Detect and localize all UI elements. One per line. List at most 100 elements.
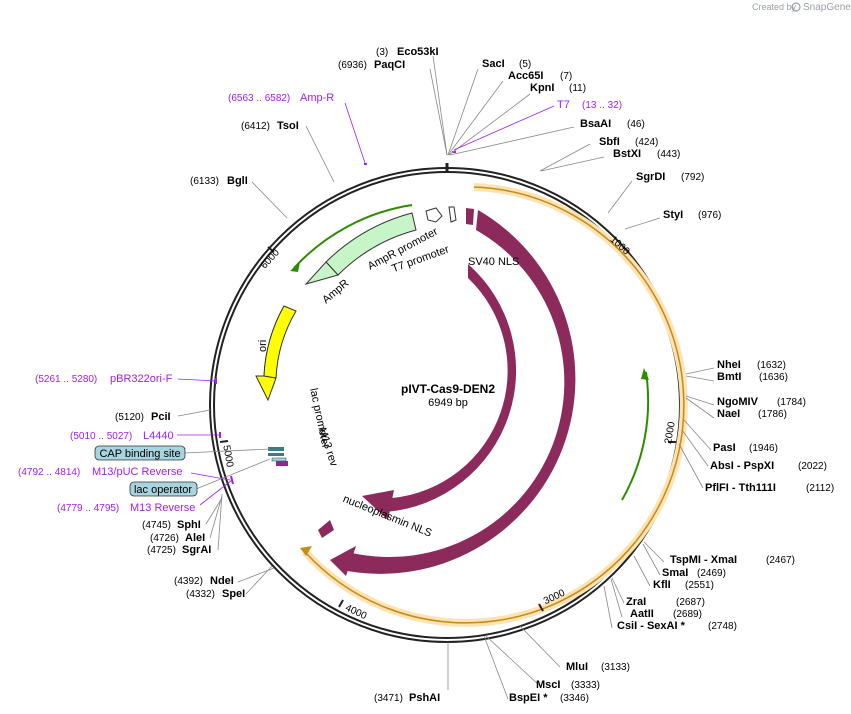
primer-m13rev-name: M13 Reverse	[130, 502, 195, 514]
site-kpni-pos: (11)	[569, 83, 586, 94]
site-paqci-pos: (6936)	[338, 60, 367, 71]
site-absi-name: AbsI - PspXI	[710, 460, 774, 472]
ori-label: ori	[257, 340, 269, 352]
site-alei-pos: (4726)	[150, 533, 179, 544]
box-leader-lines	[183, 448, 271, 490]
site-smai-name: SmaI	[662, 567, 688, 579]
site-sphi-name: SphI	[177, 519, 201, 531]
site-sgrdi-name: SgrDI	[636, 171, 665, 183]
ampr-arrow-icon	[304, 261, 339, 285]
site-ndei-pos: (4392)	[174, 576, 203, 587]
orf-arc	[304, 186, 685, 624]
site-tsoi-name: TsoI	[277, 120, 299, 132]
site-sbfi-name: SbfI	[599, 136, 620, 148]
site-labels: (3) Eco53kI (6936) PaqCI SacI (5) Acc65I…	[115, 46, 834, 704]
site-pcii-name: PciI	[151, 411, 171, 423]
cap-binding-site-box: CAP binding site	[94, 445, 186, 461]
site-ngomiv-pos: (1784)	[777, 397, 806, 408]
site-sbfi-pos: (424)	[635, 137, 658, 148]
site-sgrai-pos: (4725)	[147, 545, 176, 556]
orf-arrow-icon	[300, 546, 312, 556]
sv40-nls-label: SV40 NLS	[468, 256, 519, 268]
primer-t7-pos: (13 .. 32)	[582, 100, 622, 111]
site-nhei-name: NheI	[717, 359, 741, 371]
site-absi-pos: (2022)	[798, 461, 827, 472]
primer-labels: (6563 .. 6582) Amp-R T7 (13 .. 32) (5261…	[18, 92, 622, 514]
site-pflfi-name: PflFI - Tth111I	[705, 482, 776, 494]
site-sgrdi-pos: (792)	[681, 172, 704, 183]
site-csii-pos: (2748)	[708, 621, 737, 632]
site-nhei-pos: (1632)	[757, 360, 786, 371]
site-mlui-name: MluI	[566, 661, 588, 673]
site-bgli-name: BglI	[227, 175, 248, 187]
snapgene-credit: Created by SnapGene	[752, 2, 851, 13]
snapgene-logo-icon	[791, 2, 801, 12]
site-saci-pos: (5)	[519, 59, 531, 70]
site-leader-lines	[177, 55, 715, 700]
primer-pbr322-pos: (5261 .. 5280)	[35, 374, 97, 385]
cas9-outer-arrow-icon	[330, 546, 356, 576]
site-naei-name: NaeI	[717, 408, 740, 420]
m13-rev-block	[276, 461, 288, 466]
site-kfli-pos: (2551)	[685, 580, 714, 591]
ampr-promoter-arrow-icon	[425, 207, 443, 223]
site-msci-pos: (3333)	[571, 680, 600, 691]
site-tspmi-pos: (2467)	[766, 555, 795, 566]
site-pasi-pos: (1946)	[749, 443, 778, 454]
lac-operator-box: lac operator	[129, 481, 198, 497]
site-zrai-name: ZraI	[626, 596, 646, 608]
site-eco53ki-name: Eco53kI	[397, 46, 439, 58]
site-bsaai-name: BsaAI	[580, 118, 611, 130]
site-styi-name: StyI	[663, 209, 683, 221]
nucleoplasmin-block	[318, 520, 334, 538]
site-bspei-name: BspEI *	[509, 692, 548, 704]
site-bspei-pos: (3346)	[560, 693, 589, 704]
ori-body	[263, 305, 297, 379]
credit-text: Created by	[752, 2, 797, 12]
site-aatii-name: AatII	[630, 608, 654, 620]
site-alei-name: AleI	[185, 532, 205, 544]
site-paqci-name: PaqCI	[374, 59, 405, 71]
ampr-label: AmpR	[320, 277, 351, 306]
site-smai-pos: (2469)	[697, 568, 726, 579]
plasmid-size: 6949 bp	[428, 397, 468, 409]
site-spei-pos: (4332)	[186, 589, 215, 600]
site-bgli-pos: (6133)	[190, 176, 219, 187]
orf-green-ampr-arrow-icon	[290, 262, 300, 272]
site-pshai-name: PshAI	[409, 692, 440, 704]
brand-text: SnapGene	[803, 2, 851, 13]
t7-promoter-arrow-icon	[448, 206, 457, 223]
primer-amp-r-name: Amp-R	[300, 92, 334, 104]
site-tspmi-name: TspMI - XmaI	[670, 554, 737, 566]
site-saci-name: SacI	[482, 58, 505, 70]
site-pflfi-pos: (2112)	[806, 483, 834, 494]
site-msci-name: MscI	[536, 679, 560, 691]
site-pcii-pos: (5120)	[115, 412, 144, 423]
primer-t7-name: T7	[557, 99, 570, 111]
site-bmti-name: BmtI	[717, 371, 741, 383]
primer-m13rev-pos: (4779 .. 4795)	[57, 503, 119, 514]
site-eco53ki-pos: (3)	[376, 47, 388, 58]
site-mlui-pos: (3133)	[601, 662, 630, 673]
site-ngomiv-name: NgoMIV	[717, 396, 759, 408]
site-naei-pos: (1786)	[758, 409, 787, 420]
site-acc65i-pos: (7)	[560, 71, 572, 82]
cas9-outer-label: Cas9	[609, 453, 628, 481]
site-aatii-pos: (2689)	[673, 609, 702, 620]
orf-green-ampr	[293, 204, 413, 269]
site-bstxi-name: BstXI	[613, 148, 641, 160]
site-styi-pos: (976)	[698, 210, 721, 221]
site-bstxi-pos: (443)	[657, 149, 680, 160]
lac-operator-label: lac operator	[134, 484, 192, 496]
tick-5000: 5000	[220, 444, 235, 468]
site-tsoi-pos: (6412)	[241, 121, 270, 132]
cap-binding-site-label: CAP binding site	[99, 448, 180, 460]
site-ndei-name: NdeI	[210, 575, 234, 587]
sv40-nls-block	[466, 208, 474, 225]
plasmid-name: pIVT-Cas9-DEN2	[401, 382, 495, 396]
primer-m13puc-name: M13/pUC Reverse	[92, 466, 182, 478]
site-zrai-pos: (2687)	[676, 597, 705, 608]
site-pshai-pos: (3471)	[374, 693, 403, 704]
primer-l4440-name: L4440	[143, 430, 174, 442]
